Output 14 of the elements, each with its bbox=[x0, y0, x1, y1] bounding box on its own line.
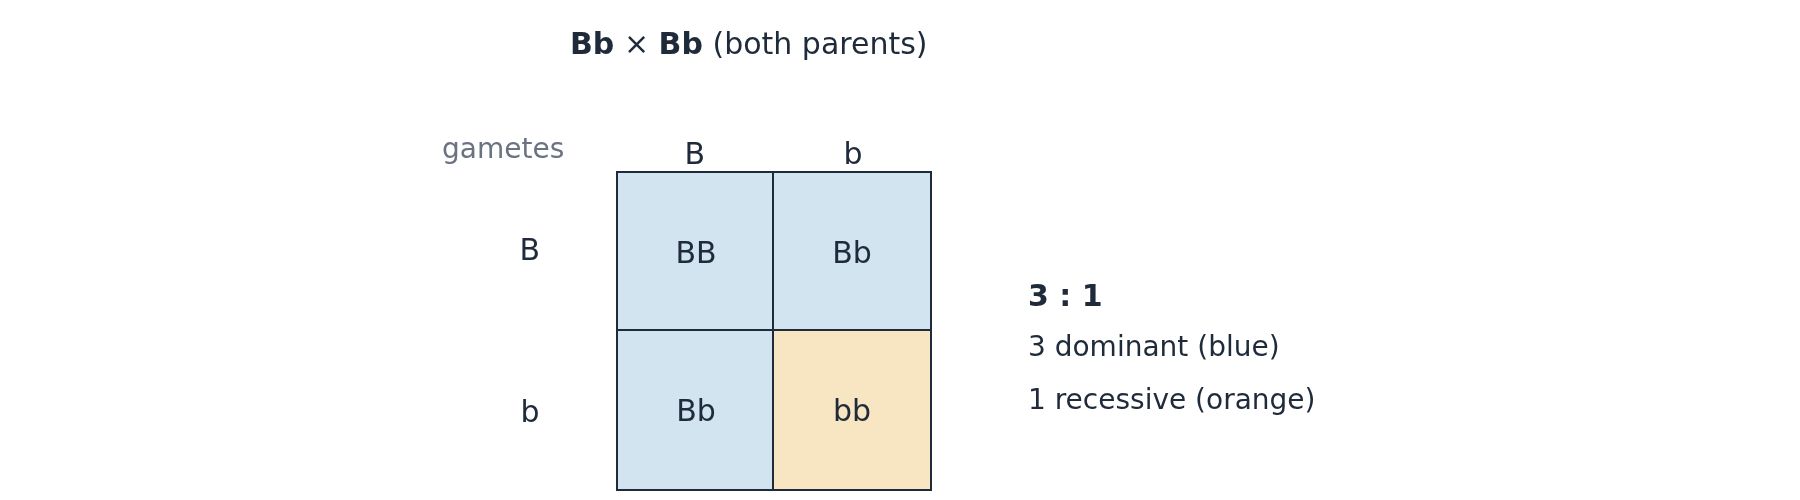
ratio-heading: 3 : 1 bbox=[1028, 278, 1103, 313]
genotype-text: Bb bbox=[676, 392, 716, 428]
row-allele: B bbox=[519, 232, 541, 267]
ratio-note: 3 dominant (blue) bbox=[1028, 330, 1280, 363]
genotype-text: Bb bbox=[832, 234, 872, 270]
gametes-label: gametes bbox=[442, 132, 565, 165]
column-allele: b bbox=[843, 136, 863, 171]
genotype-text: BB bbox=[675, 234, 717, 270]
row-allele: b bbox=[520, 394, 540, 429]
genotype-cell bbox=[772, 329, 932, 491]
genotype-text: bb bbox=[832, 392, 872, 428]
title: Bb × Bb (both parents) bbox=[570, 26, 928, 61]
ratio-note: 1 recessive (orange) bbox=[1028, 383, 1316, 416]
column-allele: B bbox=[684, 136, 706, 171]
